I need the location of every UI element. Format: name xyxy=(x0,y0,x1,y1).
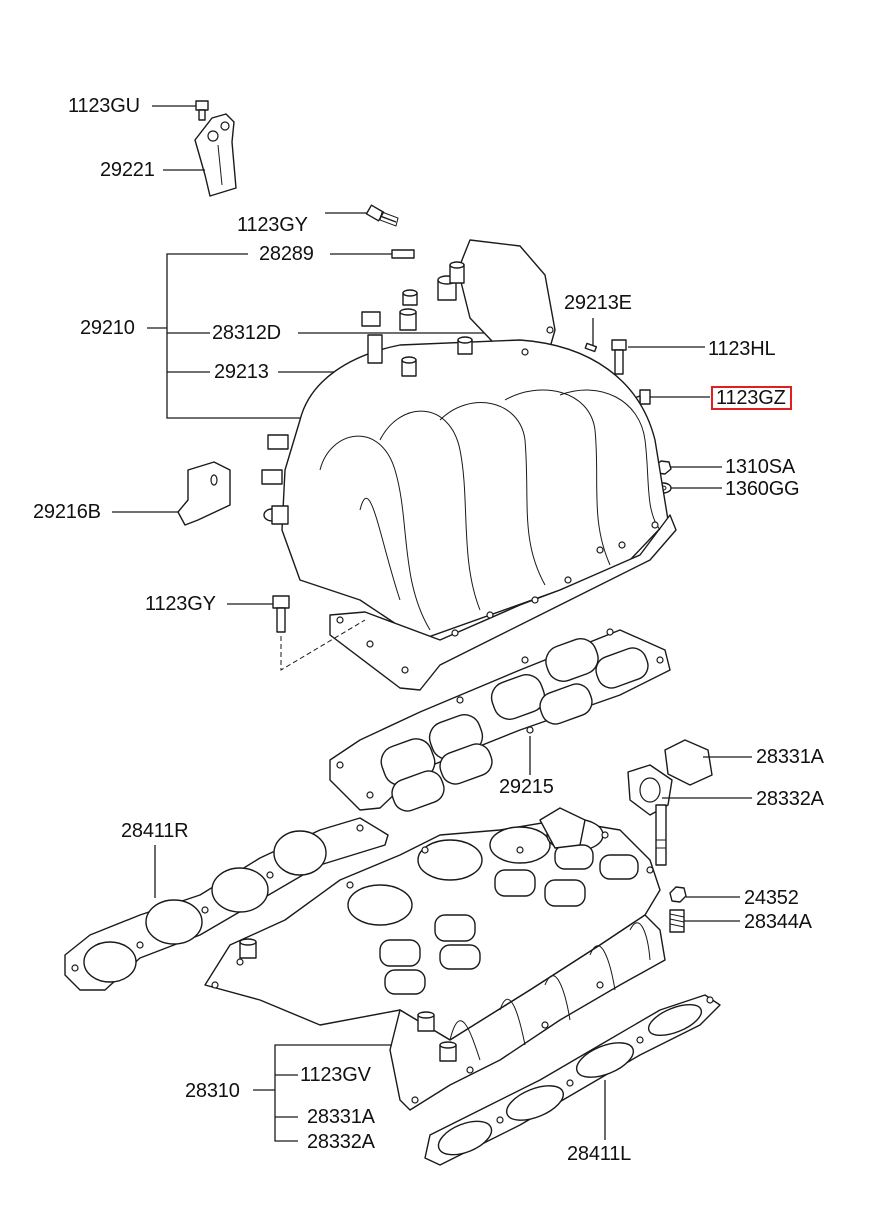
label-29216B[interactable]: 29216B xyxy=(33,501,101,523)
label-29210[interactable]: 29210 xyxy=(80,317,135,339)
spring-28344A xyxy=(669,909,685,933)
stud-28289 xyxy=(391,249,415,259)
label-28331A-bottom[interactable]: 28331A xyxy=(307,1106,375,1128)
bolt-1123HL xyxy=(611,339,627,375)
plate-28331A xyxy=(664,739,713,786)
label-28331A-right[interactable]: 28331A xyxy=(756,746,824,768)
label-28344A[interactable]: 28344A xyxy=(744,911,812,933)
label-1360GG[interactable]: 1360GG xyxy=(725,478,800,500)
bolt-1123GY-mid xyxy=(272,595,290,633)
bolt-1123GU xyxy=(195,100,209,121)
cover-29216B xyxy=(177,461,231,526)
label-29213E[interactable]: 29213E xyxy=(564,292,632,314)
label-1123GV[interactable]: 1123GV xyxy=(300,1064,371,1086)
label-29213[interactable]: 29213 xyxy=(214,361,269,383)
stud-vertical xyxy=(655,804,667,866)
label-1123GZ-highlighted[interactable]: 1123GZ xyxy=(711,386,792,410)
label-28312D[interactable]: 28312D xyxy=(212,322,281,344)
label-29221[interactable]: 29221 xyxy=(100,159,155,181)
upper-intake-manifold xyxy=(261,239,677,691)
label-28411L[interactable]: 28411L xyxy=(567,1143,632,1165)
label-1123GY-top[interactable]: 1123GY xyxy=(237,214,308,236)
label-28289[interactable]: 28289 xyxy=(259,243,314,265)
label-28411R[interactable]: 28411R xyxy=(121,820,189,842)
label-1123GU[interactable]: 1123GU xyxy=(68,95,140,117)
nut-24352 xyxy=(669,886,687,903)
lower-intake-manifold xyxy=(204,807,666,1111)
label-29215[interactable]: 29215 xyxy=(499,776,554,798)
gasket-28411L xyxy=(424,994,721,1166)
gasket-29215 xyxy=(329,628,671,812)
gasket-28332A xyxy=(627,764,673,816)
gasket-28411R xyxy=(64,817,389,991)
label-1123GY-mid[interactable]: 1123GY xyxy=(145,593,216,615)
label-28310[interactable]: 28310 xyxy=(185,1080,240,1102)
label-1310SA[interactable]: 1310SA xyxy=(725,456,795,478)
label-28332A-right[interactable]: 28332A xyxy=(756,788,824,810)
bracket-29221 xyxy=(194,113,237,197)
label-28332A-bottom[interactable]: 28332A xyxy=(307,1131,375,1153)
bolt-1123GY-top xyxy=(365,204,399,227)
label-1123HL[interactable]: 1123HL xyxy=(708,338,776,360)
label-24352[interactable]: 24352 xyxy=(744,887,799,909)
